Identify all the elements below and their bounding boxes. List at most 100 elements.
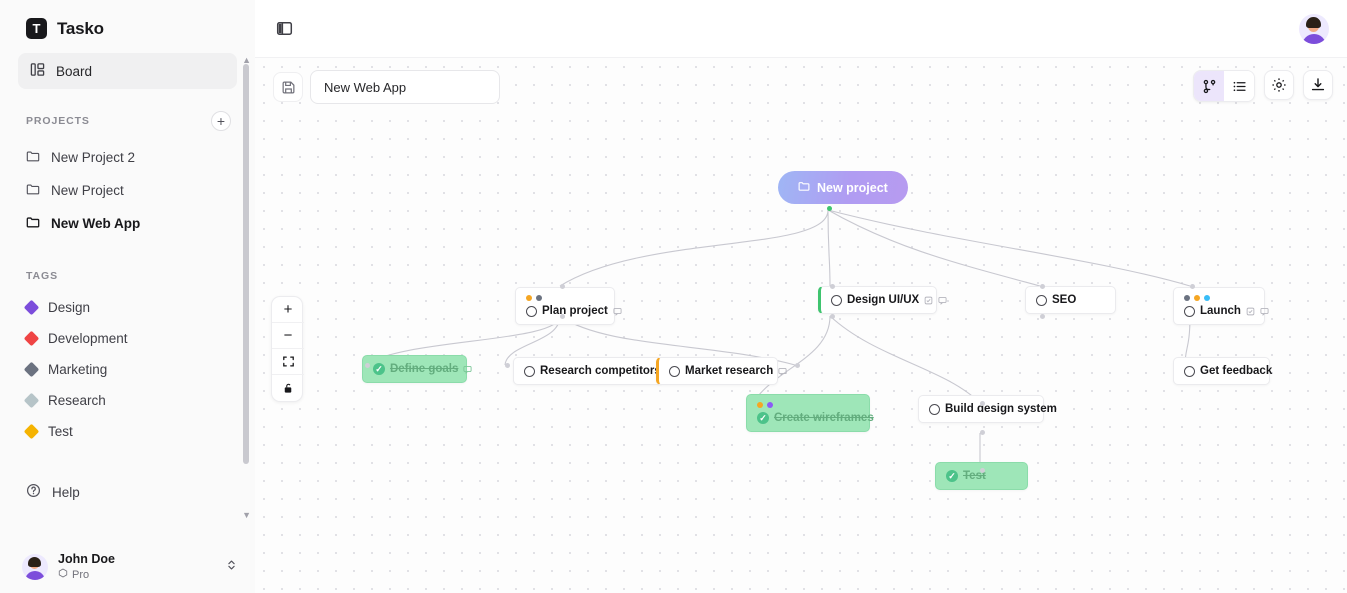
mindmap-node-research-competitors[interactable]: Research competitors	[513, 357, 663, 385]
export-button[interactable]	[1303, 70, 1333, 100]
task-checkbox[interactable]	[524, 365, 535, 377]
node-tag-dots	[1184, 295, 1254, 301]
sidebar-tag-development[interactable]: Development	[0, 323, 255, 354]
avatar	[22, 553, 48, 580]
task-checkbox[interactable]	[669, 365, 680, 377]
add-project-button[interactable]: +	[211, 111, 231, 131]
mindmap-node-design-ui-ux[interactable]: Design UI/UX	[818, 286, 947, 314]
mindmap-node-create-wireframes[interactable]: ✓ Create wireframes	[746, 394, 874, 432]
sidebar-tag-label: Test	[48, 424, 73, 439]
node-handle[interactable]	[1190, 284, 1195, 289]
sidebar-item-board[interactable]: Board	[18, 53, 237, 89]
sidebar-scrollbar-thumb[interactable]	[243, 64, 249, 464]
main-area: + −	[255, 0, 1347, 593]
mindmap-view-button[interactable]	[1194, 71, 1224, 101]
zoom-in-button[interactable]: +	[272, 297, 304, 323]
node-handle[interactable]	[980, 468, 985, 473]
task-checkbox[interactable]	[1184, 365, 1195, 377]
sidebar-tag-design[interactable]: Design	[0, 292, 255, 323]
mindmap-node-label: Research competitors	[540, 365, 661, 377]
subtask-icon[interactable]	[1246, 307, 1255, 316]
task-checkbox-done[interactable]: ✓	[757, 412, 769, 424]
comment-icon[interactable]	[1260, 307, 1269, 316]
node-handle[interactable]	[560, 284, 565, 289]
mindmap-node-get-feedback[interactable]: Get feedback	[1173, 357, 1272, 385]
node-handle[interactable]	[830, 284, 835, 289]
sidebar-tag-research[interactable]: Research	[0, 385, 255, 416]
node-handle[interactable]	[1040, 314, 1045, 319]
sidebar-scrollbar[interactable]	[243, 50, 249, 470]
mindmap-canvas[interactable]: + −	[255, 58, 1347, 593]
task-checkbox[interactable]	[526, 305, 537, 317]
comment-icon[interactable]	[778, 367, 787, 376]
task-checkbox-done[interactable]: ✓	[946, 470, 958, 482]
mindmap-node-market-research[interactable]: Market research	[656, 357, 787, 385]
comment-icon[interactable]	[613, 307, 622, 316]
tag-color-swatch	[23, 392, 40, 409]
tag-dot	[526, 295, 532, 301]
chevron-updown-icon[interactable]	[226, 558, 237, 575]
mindmap-node-label: New project	[817, 180, 888, 195]
zoom-out-button[interactable]: −	[272, 323, 304, 349]
mindmap-node-root[interactable]: New project	[778, 171, 908, 204]
mindmap-node-launch[interactable]: Launch	[1173, 287, 1269, 325]
brand: T Tasko	[0, 0, 255, 53]
document-name-input[interactable]	[310, 70, 500, 104]
tag-dot	[1184, 295, 1190, 301]
node-handle[interactable]	[505, 363, 510, 368]
plan-badge-icon	[58, 568, 68, 581]
sidebar-tag-test[interactable]: Test	[0, 416, 255, 447]
tag-color-swatch	[23, 330, 40, 347]
tag-dot	[767, 402, 773, 408]
sidebar-tag-marketing[interactable]: Marketing	[0, 354, 255, 385]
board-icon	[30, 62, 45, 80]
node-handle[interactable]	[980, 401, 985, 406]
topbar-avatar[interactable]	[1299, 13, 1329, 44]
task-checkbox[interactable]	[929, 403, 940, 415]
comment-icon[interactable]	[463, 365, 472, 374]
scroll-down-icon[interactable]: ▼	[242, 510, 251, 520]
task-checkbox-done[interactable]: ✓	[373, 363, 385, 375]
mindmap-node-test[interactable]: ✓ Test	[935, 462, 1028, 490]
scroll-up-icon[interactable]: ▲	[242, 55, 251, 65]
sidebar-project-new-project-2[interactable]: New Project 2	[0, 141, 255, 174]
mindmap-node-plan-project[interactable]: Plan project	[515, 287, 622, 325]
mindmap-node-build-design-system[interactable]: Build design system	[918, 395, 1057, 423]
panel-toggle-icon[interactable]	[271, 16, 297, 42]
canvas-toolbar	[1193, 70, 1333, 102]
task-checkbox[interactable]	[831, 294, 842, 306]
node-handle[interactable]	[830, 314, 835, 319]
brand-name: Tasko	[57, 18, 104, 38]
user-profile[interactable]: John Doe Pro	[0, 552, 255, 581]
node-handle[interactable]	[365, 363, 370, 368]
user-name: John Doe	[58, 552, 115, 567]
subtask-icon[interactable]	[924, 296, 933, 305]
mindmap-node-seo[interactable]: SEO	[1025, 286, 1116, 314]
mindmap-node-define-goals[interactable]: ✓ Define goals	[362, 355, 472, 383]
canvas-zoom-tools: + −	[271, 296, 304, 402]
lock-button[interactable]	[272, 375, 304, 401]
mindmap-node-label: Test	[963, 470, 986, 482]
task-checkbox[interactable]	[1036, 294, 1047, 306]
task-checkbox[interactable]	[1184, 305, 1195, 317]
sidebar-project-label: New Project 2	[51, 150, 136, 165]
sidebar-tag-label: Marketing	[48, 362, 108, 377]
projects-header: PROJECTS +	[0, 89, 255, 141]
sidebar-project-new-project[interactable]: New Project	[0, 174, 255, 207]
node-handle[interactable]	[795, 363, 800, 368]
node-handle[interactable]	[560, 314, 565, 319]
comment-icon[interactable]	[938, 296, 947, 305]
sidebar-project-label: New Project	[51, 183, 124, 198]
fit-to-screen-button[interactable]	[272, 349, 304, 375]
settings-button[interactable]	[1264, 70, 1294, 100]
tag-dot	[1204, 295, 1210, 301]
node-handle[interactable]	[980, 430, 985, 435]
sidebar-tag-label: Design	[48, 300, 91, 315]
node-handle[interactable]	[827, 206, 832, 211]
sidebar-item-help[interactable]: Help	[0, 473, 255, 511]
save-button[interactable]	[273, 72, 303, 102]
sidebar-tag-label: Development	[48, 331, 128, 346]
node-handle[interactable]	[1040, 284, 1045, 289]
sidebar-project-new-web-app[interactable]: New Web App	[0, 207, 255, 240]
list-view-button[interactable]	[1224, 71, 1254, 101]
